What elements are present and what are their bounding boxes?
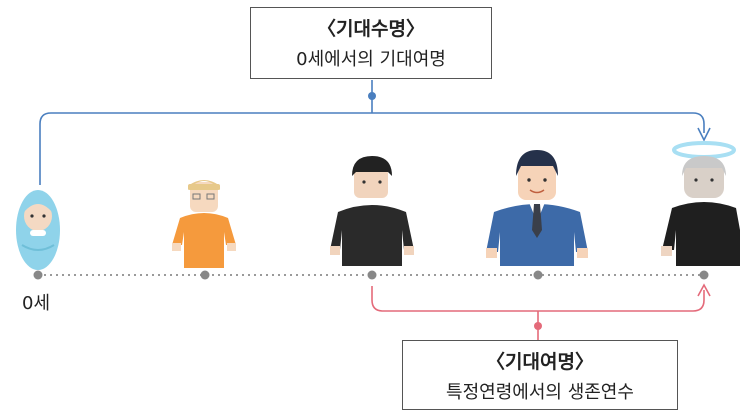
life-expectancy-title: 〈기대수명〉	[317, 18, 425, 40]
timeline-dot	[367, 270, 377, 280]
businessman-figure	[486, 150, 588, 266]
start-age-label: 0세	[22, 293, 51, 314]
baby-figure	[16, 190, 60, 270]
life-expectancy-bracket	[39, 80, 711, 185]
remaining-life-subtitle: 특정연령에서의 생존연수	[446, 382, 634, 403]
arrow-down-icon	[697, 127, 711, 142]
timeline-dot	[699, 270, 709, 280]
halo-icon	[672, 141, 736, 159]
life-expectancy-subtitle: 0세에서의 기대여명	[296, 49, 446, 70]
child-figure	[172, 180, 236, 268]
remaining-life-box: 〈기대여명〉 특정연령에서의 생존연수	[402, 340, 678, 410]
timeline-dot	[33, 270, 43, 280]
timeline-dot	[200, 270, 210, 280]
remaining-life-title: 〈기대여명〉	[486, 351, 594, 373]
arrow-up-icon	[697, 283, 711, 297]
remaining-life-bracket	[371, 283, 711, 340]
life-expectancy-box: 〈기대수명〉 0세에서의 기대여명	[250, 7, 492, 79]
elderly-figure	[661, 141, 740, 266]
young-man-figure	[330, 156, 414, 266]
timeline	[33, 270, 709, 280]
bracket-top-dot	[368, 92, 376, 100]
timeline-dot	[533, 270, 543, 280]
bracket-bottom-dot	[534, 322, 542, 330]
